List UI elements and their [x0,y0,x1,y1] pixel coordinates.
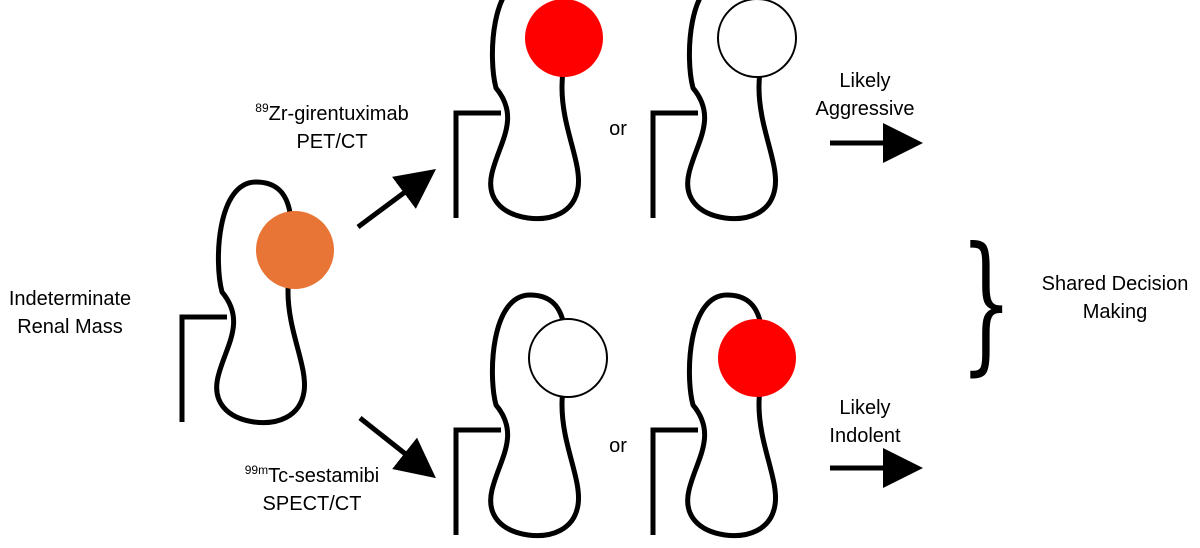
start-label-line1: Indeterminate [8,288,132,310]
bottom-tracer-modality: SPECT/CT [262,493,362,515]
bottom-result-negative [456,295,608,536]
non-avid-mass-icon [717,0,797,78]
start-label-line2: Renal Mass [17,316,123,338]
avid-mass-icon [525,0,603,77]
bottom-tracer-label: 99mTc-sestamibi SPECT/CT [232,462,392,518]
or-label-bottom: or [609,435,627,457]
bottom-outcome-line1: Likely [839,397,891,419]
indeterminate-mass-icon [256,211,334,289]
top-result-positive [456,0,603,219]
brace-icon: } [960,216,1013,390]
top-outcome-label: Likely Aggressive [805,67,925,123]
bottom-tracer-isotope: 99m [244,463,269,477]
top-outcome-line2: Aggressive [815,98,915,120]
avid-mass-icon [718,319,796,397]
decision-label-line2: Making [1082,301,1148,323]
bottom-tracer-compound: Tc-sestamibi [268,465,380,487]
top-tracer-label: 89Zr-girentuximab PET/CT [232,100,432,156]
start-label: Indeterminate Renal Mass [0,285,140,341]
top-tracer-compound: Zr-girentuximab [268,103,409,125]
bottom-outcome-label: Likely Indolent [805,394,925,450]
top-tracer-name: 89Zr-girentuximab [232,100,432,128]
top-outcome-line1: Likely [839,70,891,92]
arrow-icon [356,169,437,230]
decision-label: Shared Decision Making [1035,270,1195,326]
top-tracer-isotope: 89 [255,101,269,115]
bottom-tracer-name: 99mTc-sestamibi [232,462,392,490]
non-avid-mass-icon [528,318,608,398]
top-tracer-modality: PET/CT [296,131,368,153]
arrow-icon [358,416,436,479]
bottom-result-positive [653,295,796,536]
top-result-negative [653,0,797,219]
or-label-top: or [609,118,627,140]
start-kidney [182,182,334,423]
bottom-outcome-line2: Indolent [829,425,901,447]
decision-label-line1: Shared Decision [1041,273,1189,295]
